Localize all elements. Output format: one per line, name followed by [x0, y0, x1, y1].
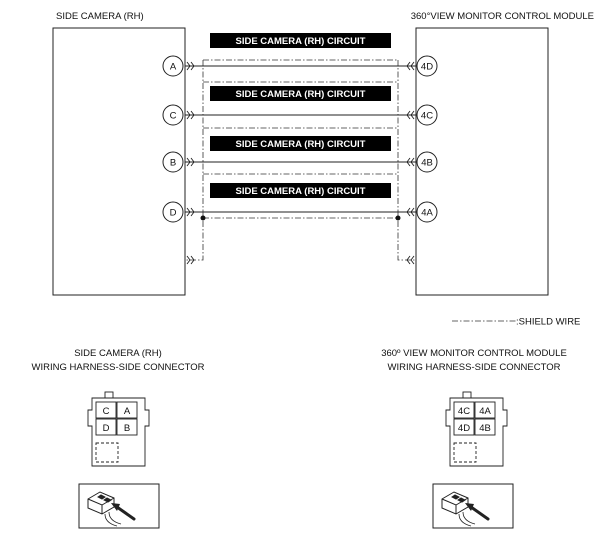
svg-text:SIDE CAMERA (RH) CIRCUIT: SIDE CAMERA (RH) CIRCUIT [235, 36, 365, 47]
right-pin-4d: 4D [416, 55, 438, 77]
left-connector-marks [186, 61, 195, 265]
svg-text:4C: 4C [421, 111, 433, 122]
shield-wire-legend-label: :SHIELD WIRE [516, 317, 580, 328]
right-connector-cell-4c: 4C [458, 406, 470, 417]
left-connector-title-line1: SIDE CAMERA (RH) [74, 348, 162, 359]
circuit-badge-4: SIDE CAMERA (RH) CIRCUIT [210, 183, 391, 198]
svg-text:SIDE CAMERA (RH) CIRCUIT: SIDE CAMERA (RH) CIRCUIT [235, 139, 365, 150]
right-connector-cell-4d: 4D [458, 423, 470, 434]
left-pin-a: A [162, 55, 184, 77]
svg-text:4D: 4D [421, 62, 433, 73]
svg-text:B: B [170, 158, 176, 169]
circuit-wires [185, 65, 416, 213]
left-pin-d: D [162, 201, 184, 223]
right-pin-4b: 4B [416, 151, 438, 173]
left-pin-c: C [162, 104, 184, 126]
right-pin-4a: 4A [416, 201, 438, 223]
svg-text:C: C [170, 111, 177, 122]
circuit-badge-3: SIDE CAMERA (RH) CIRCUIT [210, 136, 391, 151]
shield-wire [185, 59, 416, 261]
left-connector-cell-a: A [124, 406, 131, 417]
left-harness-view-icon [78, 483, 160, 529]
right-connector-title-line2: WIRING HARNESS-SIDE CONNECTOR [388, 362, 561, 373]
right-pin-4c: 4C [416, 104, 438, 126]
left-connector-cell-b: B [124, 423, 130, 434]
left-connector-cell-d: D [103, 423, 110, 434]
left-pin-b: B [162, 151, 184, 173]
svg-text:SIDE CAMERA (RH) CIRCUIT: SIDE CAMERA (RH) CIRCUIT [235, 89, 365, 100]
left-connector-face [87, 391, 150, 467]
right-connector-cell-4a: 4A [479, 406, 491, 417]
shield-ground-point-right [395, 215, 401, 221]
circuit-badge-1: SIDE CAMERA (RH) CIRCUIT [210, 33, 391, 48]
left-connector-cell-c: C [103, 406, 110, 417]
shield-ground-point-left [200, 215, 206, 221]
svg-text:A: A [170, 62, 177, 73]
right-component-title: 360°VIEW MONITOR CONTROL MODULE [411, 11, 594, 22]
svg-text:4A: 4A [421, 208, 433, 219]
svg-text:SIDE CAMERA (RH) CIRCUIT: SIDE CAMERA (RH) CIRCUIT [235, 186, 365, 197]
right-connector-face [445, 391, 508, 467]
svg-text:D: D [170, 208, 177, 219]
left-connector-title-line2: WIRING HARNESS-SIDE CONNECTOR [32, 362, 205, 373]
right-harness-view-icon [432, 483, 514, 529]
right-connector-title-line1: 360º VIEW MONITOR CONTROL MODULE [381, 348, 567, 359]
circuit-badge-2: SIDE CAMERA (RH) CIRCUIT [210, 86, 391, 101]
left-component-title: SIDE CAMERA (RH) [56, 11, 144, 22]
right-connector-cell-4b: 4B [479, 423, 491, 434]
svg-text:4B: 4B [421, 158, 433, 169]
right-connector-marks [406, 61, 415, 265]
